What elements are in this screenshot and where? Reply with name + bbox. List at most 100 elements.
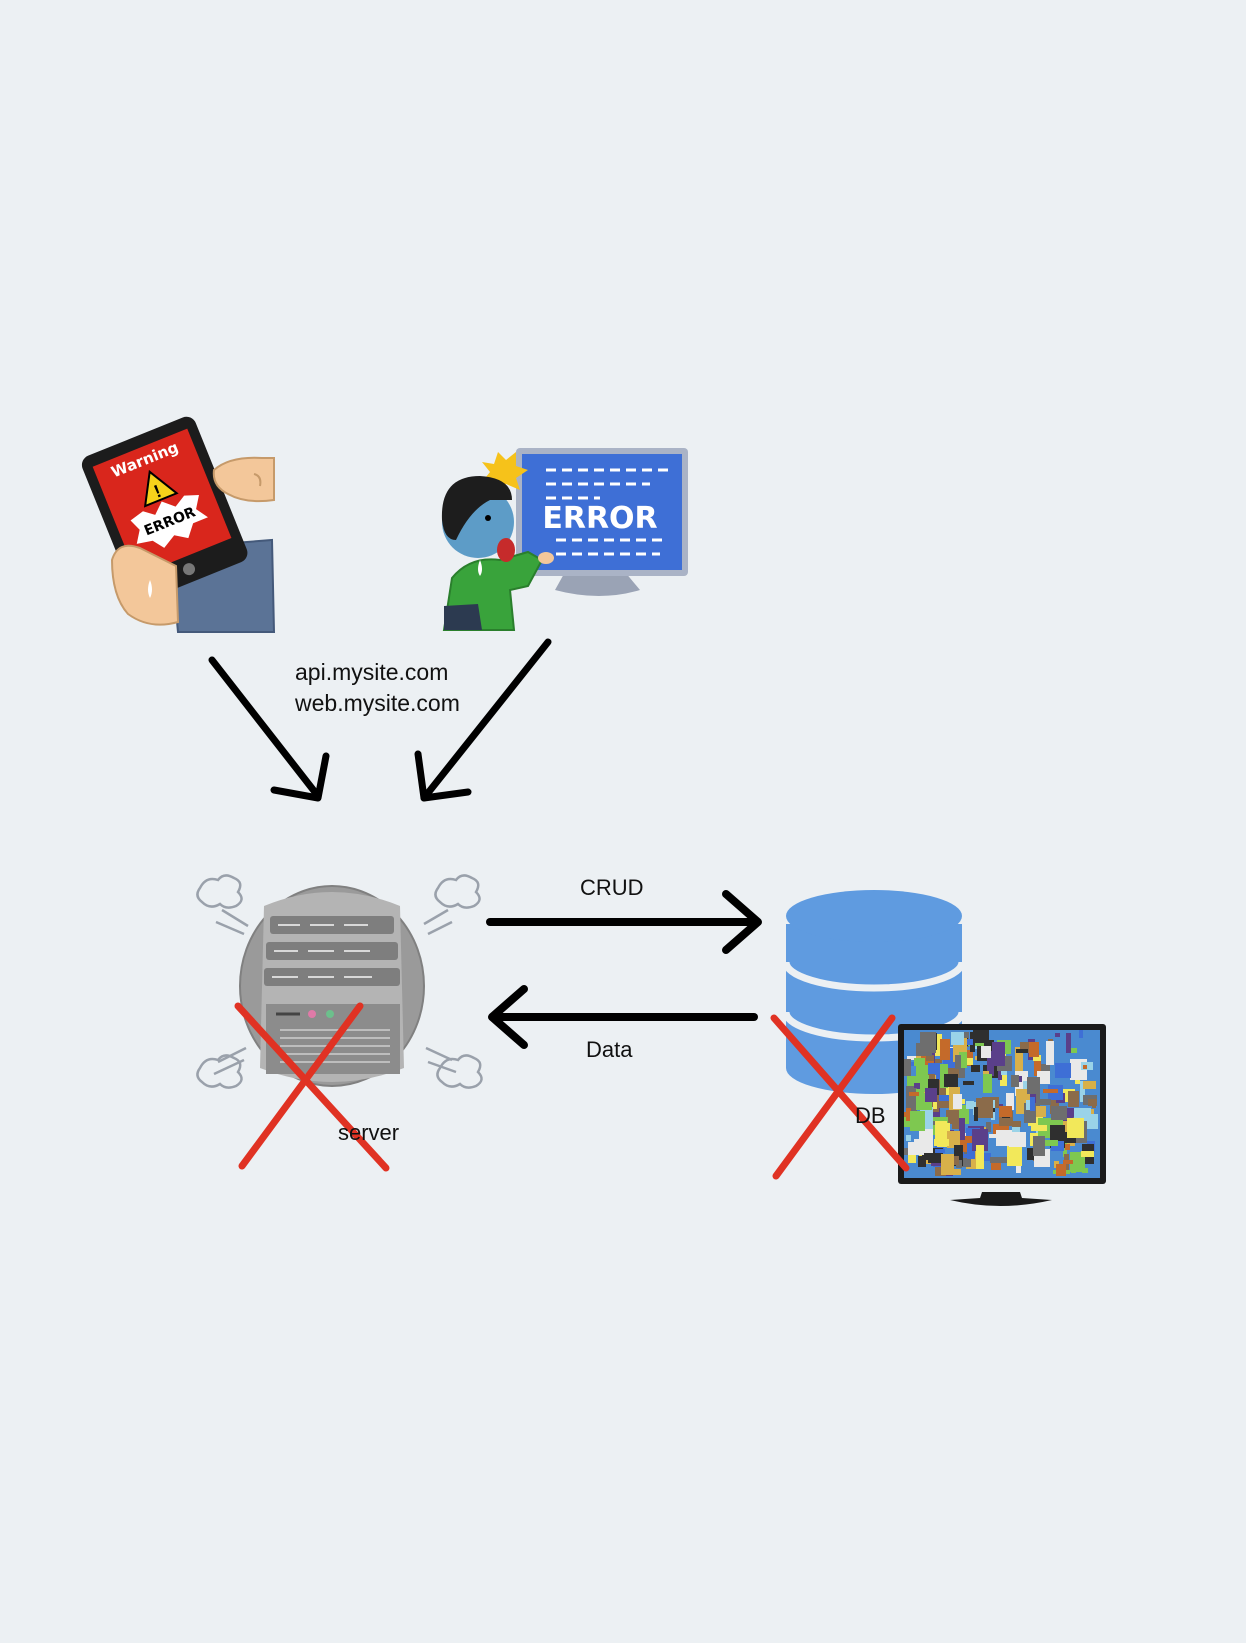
glitch-pixel [918,1156,926,1167]
glitch-pixel [935,1149,945,1153]
glitch-pixel [1033,1136,1045,1156]
glitch-pixel [1063,1160,1073,1164]
glitch-pixel [956,1043,967,1068]
monitor-arrowhead [414,750,472,802]
glitch-pixel [973,1030,989,1043]
glitch-pixel [1066,1033,1071,1053]
glitch-pixel [992,1042,1005,1066]
glitch-pixel [1065,1144,1070,1150]
glitch-pixel [959,1118,965,1140]
data-label: Data [586,1037,633,1062]
monitor-to-server-arrow [420,638,552,802]
glitch-pixel [976,1145,984,1169]
glitch-pixel [963,1081,974,1085]
phone-to-server-arrow [208,656,322,800]
glitch-pixel [1007,1146,1022,1166]
glitch-pixel [951,1032,964,1045]
glitch-pixel [1071,1048,1077,1053]
crud-arrow [486,890,762,954]
glitch-pixel [1033,1055,1041,1061]
glitch-pixel [952,1108,959,1129]
glitch-pixel [1043,1089,1058,1093]
glitch-pixel [983,1074,992,1093]
glitch-pixel [967,1143,975,1159]
server-label: server [338,1120,400,1145]
glitch-pixel [946,1083,951,1095]
glitch-pixel [1055,1063,1071,1078]
glitch-pixel [926,1055,934,1061]
glitch-pixel [1030,1097,1035,1111]
glitch-pixel [1027,1077,1040,1094]
glitch-pixel [1079,1030,1083,1038]
glitch-pixel [1027,1148,1035,1160]
glitch-pixel [990,1157,1007,1163]
glitch-pixel [962,1158,971,1167]
glitch-pixel [1067,1118,1084,1138]
glitch-pixel [1083,1065,1087,1069]
glitch-pixel [987,1051,994,1076]
glitch-pixel [996,1130,1012,1146]
glitch-pixel [1088,1099,1097,1106]
glitch-pixel [1000,1074,1007,1086]
glitch-pixel [952,1156,959,1165]
glitch-pixel [971,1065,980,1072]
glitched-monitor-illustration [898,1024,1106,1206]
glitch-pixel [1020,1042,1032,1053]
glitch-pixel [1068,1091,1079,1107]
glitch-pixel [1038,1099,1051,1105]
glitch-pixel [1074,1108,1091,1121]
glitch-pixel [944,1074,958,1087]
glitch-pixel [947,1131,960,1148]
glitch-pixel [934,1139,949,1146]
glitch-pixel [1029,1042,1039,1057]
glitch-pixel [953,1044,959,1062]
glitch-pixel [907,1076,922,1086]
glitch-pixel [1009,1132,1026,1147]
web-host-label: web.mysite.com [295,690,460,716]
data-arrow [488,985,758,1049]
glitch-pixel [937,1101,953,1108]
client-to-server-arrows [208,638,552,802]
glitch-pixel [906,1086,917,1111]
glitch-pixel [909,1092,919,1096]
glitch-pixel [908,1142,924,1155]
glitch-pixel [935,1121,947,1141]
glitch-pixel [954,1169,961,1175]
glitch-pixel [1081,1151,1094,1157]
glitch-pixel [961,1146,968,1166]
api-host-label: api.mysite.com [295,659,449,685]
crud-label: CRUD [580,875,644,900]
server-failure-cross [234,1002,390,1172]
server-illustration [196,874,483,1089]
glitch-pixel [981,1046,991,1058]
glitch-pixel [922,1152,933,1160]
host-names: api.mysite.com web.mysite.com [295,657,460,719]
glitch-pixel [1037,1071,1050,1084]
glitch-pixel [940,1039,950,1060]
monitor-error-text: ERROR [542,501,657,536]
glitch-pixel [907,1056,920,1060]
glitch-pixel [1029,1106,1046,1117]
glitch-pixel [1071,1168,1076,1173]
glitch-pixel [954,1145,963,1166]
glitch-pixel [1016,1049,1028,1053]
glitch-pixel [1031,1125,1047,1131]
glitch-pixel [989,1134,996,1138]
glitch-pixel [1034,1055,1041,1076]
phone-arrowhead [270,752,330,802]
glitch-pixel [914,1058,925,1066]
glitch-pixel [910,1111,925,1131]
db-label: DB [855,1103,886,1128]
glitch-pixel [1046,1041,1054,1065]
glitch-pixel [1044,1140,1058,1146]
glitch-pixel [906,1108,911,1121]
glitch-pixel [1012,1121,1021,1127]
glitch-pixel [920,1075,929,1092]
glitch-pixel [941,1154,954,1175]
glitch-pixel [1051,1106,1067,1120]
glitch-pixel [914,1083,922,1088]
glitch-pixel [974,1107,978,1121]
glitch-pixel [925,1088,937,1102]
glitch-pixel [935,1034,942,1056]
